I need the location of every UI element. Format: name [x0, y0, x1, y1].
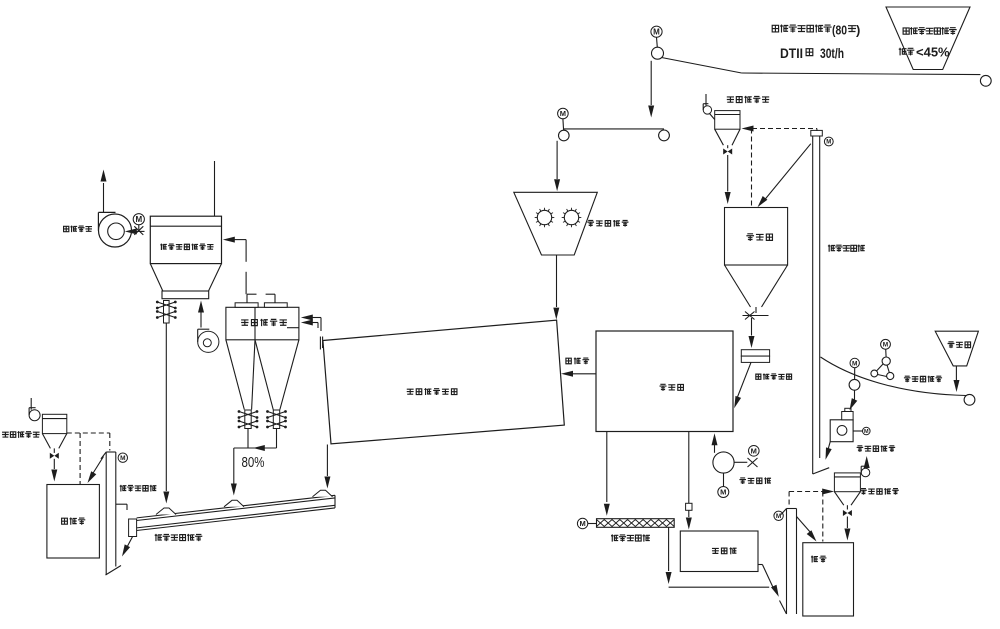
svg-text:DTII: DTII — [780, 46, 803, 61]
svg-text:M: M — [120, 455, 125, 462]
svg-text:M: M — [864, 429, 869, 435]
svg-text:80%: 80% — [242, 455, 265, 471]
svg-text:M: M — [560, 109, 566, 118]
svg-text:M: M — [135, 215, 142, 224]
svg-text:30t/h: 30t/h — [820, 46, 844, 61]
svg-text:M: M — [579, 519, 585, 528]
svg-text:<45%: <45% — [916, 45, 950, 60]
svg-text:M: M — [883, 342, 888, 349]
svg-text:M: M — [826, 140, 831, 146]
svg-text:M: M — [720, 488, 726, 497]
svg-text:M: M — [852, 360, 857, 367]
svg-text:M: M — [776, 513, 781, 520]
svg-text:M: M — [751, 447, 757, 456]
svg-text:M: M — [653, 28, 660, 37]
svg-text:(80: (80 — [832, 23, 847, 38]
svg-text:): ) — [856, 23, 860, 38]
